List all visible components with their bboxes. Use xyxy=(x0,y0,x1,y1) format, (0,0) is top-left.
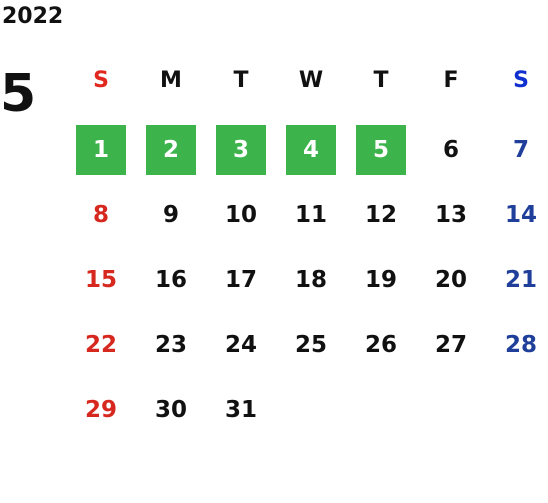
day-cell: 4 xyxy=(286,125,336,175)
day-cell: 5 xyxy=(356,125,406,175)
day-cell: 26 xyxy=(364,332,397,358)
day-cell: 23 xyxy=(154,332,187,358)
day-cell: 1 xyxy=(76,125,126,175)
day-cell: 8 xyxy=(92,202,109,228)
day-cell: 13 xyxy=(434,202,467,228)
day-cell: 22 xyxy=(84,332,117,358)
day-cell: 27 xyxy=(434,332,467,358)
day-cell: 29 xyxy=(84,397,117,423)
weekday-header-wednesday: W xyxy=(298,68,324,93)
day-cell: 21 xyxy=(504,267,537,293)
weekday-header-tuesday: T xyxy=(233,68,249,93)
day-cell: 17 xyxy=(224,267,257,293)
day-cell: 25 xyxy=(294,332,327,358)
weekday-header-friday: F xyxy=(443,68,459,93)
day-cell: 14 xyxy=(504,202,537,228)
day-cell: 2 xyxy=(146,125,196,175)
month-label: 5 xyxy=(0,64,37,124)
weekday-header-saturday: S xyxy=(513,68,529,93)
day-cell: 9 xyxy=(162,202,179,228)
day-cell: 10 xyxy=(224,202,257,228)
weekday-header-monday: M xyxy=(160,68,182,93)
day-cell: 15 xyxy=(84,267,117,293)
day-cell: 30 xyxy=(154,397,187,423)
day-cell: 28 xyxy=(504,332,537,358)
day-cell: 3 xyxy=(216,125,266,175)
day-cell: 12 xyxy=(364,202,397,228)
year-label: 2022 xyxy=(2,4,64,29)
day-cell: 19 xyxy=(364,267,397,293)
day-cell: 7 xyxy=(512,137,529,163)
day-cell: 24 xyxy=(224,332,257,358)
day-cell: 11 xyxy=(294,202,327,228)
day-cell: 16 xyxy=(154,267,187,293)
weekday-header-sunday: S xyxy=(93,68,109,93)
weekday-header-thursday: T xyxy=(373,68,389,93)
day-cell: 31 xyxy=(224,397,257,423)
day-cell: 6 xyxy=(442,137,459,163)
day-cell: 20 xyxy=(434,267,467,293)
day-cell: 18 xyxy=(294,267,327,293)
